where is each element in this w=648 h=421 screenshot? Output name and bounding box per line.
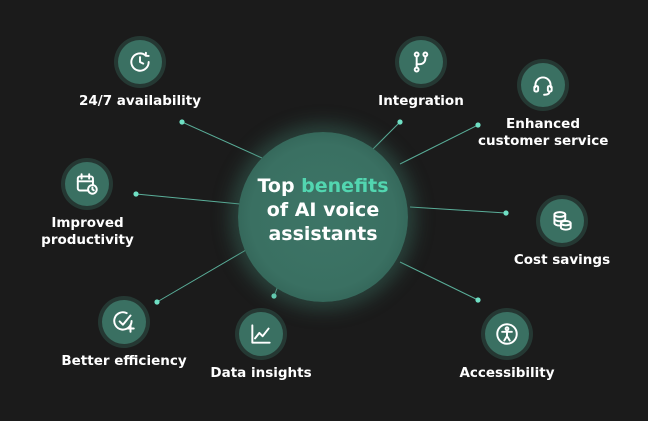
hub-title-line2: of AI voice: [266, 199, 380, 221]
label-customer-service: Enhanced customer service: [478, 116, 608, 150]
accessibility-icon: [485, 312, 529, 356]
coins-icon: [540, 199, 584, 243]
branch-icon: [399, 40, 443, 84]
check-plus-icon: [102, 300, 146, 344]
hub-title: Top benefits of AI voice assistants: [238, 174, 408, 246]
label-customer-service-line1: Enhanced: [506, 116, 580, 132]
connector-efficiency: [156, 249, 247, 303]
dot-availability: [179, 119, 185, 125]
connector-integration: [371, 121, 401, 151]
dot-data-insights: [271, 293, 277, 299]
label-customer-service-line2: customer service: [478, 133, 609, 149]
hub-title-prefix: Top: [257, 175, 295, 197]
dot-customer-service: [475, 122, 481, 128]
label-cost-savings: Cost savings: [513, 252, 611, 268]
calendar-clock-icon: [65, 162, 109, 206]
dot-productivity: [133, 191, 139, 197]
dot-efficiency: [154, 299, 160, 305]
label-productivity-line1: Improved: [51, 215, 124, 231]
label-productivity: Improved productivity: [30, 215, 145, 249]
connector-availability: [181, 121, 263, 159]
hub-circle: [238, 132, 408, 302]
dot-accessibility: [475, 297, 481, 303]
dot-cost-savings: [503, 210, 509, 216]
connector-customer-service: [399, 124, 479, 165]
label-efficiency: Better efficiency: [61, 353, 187, 369]
hub-title-line3: assistants: [268, 223, 378, 245]
connector-accessibility: [399, 261, 479, 301]
label-accessibility: Accessibility: [459, 365, 555, 381]
headset-icon: [521, 63, 565, 107]
label-availability: 24/7 availability: [79, 93, 201, 109]
dot-integration: [397, 119, 403, 125]
label-integration: Integration: [378, 93, 464, 109]
chart-icon: [239, 312, 283, 356]
label-productivity-line2: productivity: [41, 232, 134, 248]
connector-productivity: [135, 193, 241, 205]
connector-cost-savings: [409, 206, 507, 214]
hub-title-accent: benefits: [301, 175, 389, 197]
clock-icon: [118, 40, 162, 84]
label-data-insights: Data insights: [210, 365, 312, 381]
